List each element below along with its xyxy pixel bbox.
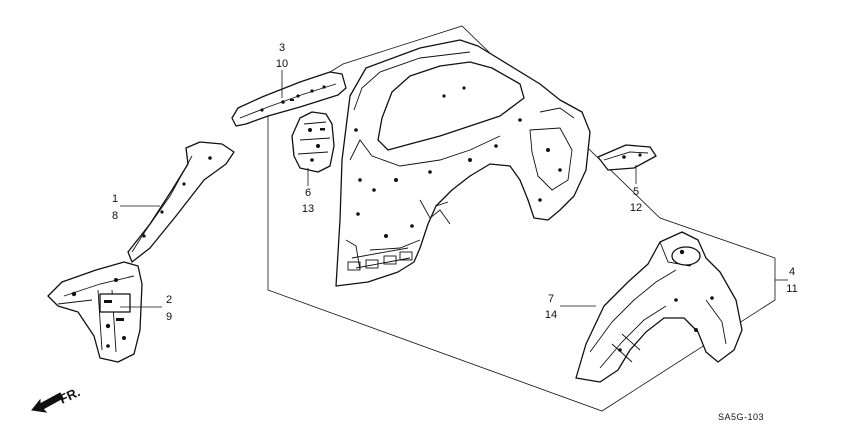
callout-6-bottom: 13 (302, 203, 314, 215)
part-roof-rail-bracket (231, 71, 347, 127)
assembly-frame (267, 25, 776, 412)
callout-6-top: 6 (305, 187, 311, 199)
callout-2-top: 2 (166, 294, 172, 306)
front-direction-arrow-icon (31, 392, 64, 413)
callout-7-bottom: 14 (545, 309, 557, 321)
diagram-code: SA5G-103 (718, 412, 764, 422)
callout-3-bottom: 10 (276, 58, 288, 70)
callout-3-top: 3 (279, 42, 285, 54)
part-wheel-house (575, 231, 743, 383)
front-direction-label: FR. (57, 384, 82, 406)
callout-4-bottom: 11 (786, 283, 797, 295)
callout-7-top: 7 (548, 293, 554, 305)
callout-5-top: 5 (633, 186, 639, 198)
callout-5-bottom: 12 (630, 202, 642, 214)
callout-1-top: 1 (112, 193, 118, 205)
callout-2-bottom: 9 (166, 311, 172, 323)
part-gusset (597, 144, 657, 171)
part-quarter-panel-inner (335, 39, 591, 287)
part-inner-bracket (291, 111, 335, 173)
callout-1-bottom: 8 (112, 210, 118, 222)
part-front-pillar (47, 141, 235, 363)
callout-4-top: 4 (789, 266, 795, 278)
